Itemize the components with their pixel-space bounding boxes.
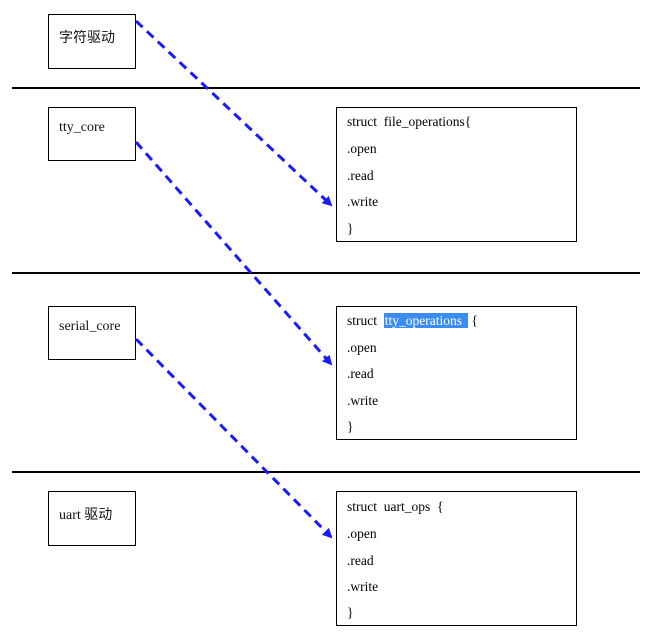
- struct-field-read: .read: [347, 168, 374, 183]
- struct-field-read: .read: [347, 366, 374, 381]
- struct-field-read: .read: [347, 553, 374, 568]
- arrow-serial-core-to-uart-ops: [134, 337, 333, 539]
- layer-label-serial-core: serial_core: [59, 319, 121, 334]
- separator-line-3: [12, 471, 640, 473]
- layer-label-tty-core: tty_core: [59, 120, 105, 135]
- struct-box-file-operations: struct file_operations{ .open .read .wri…: [336, 107, 577, 242]
- struct-header: struct tty_operations {: [347, 313, 478, 328]
- layer-box-char-driver: 字符驱动: [48, 14, 136, 69]
- struct-box-tty-operations: struct tty_operations { .open .read .wri…: [336, 306, 577, 440]
- struct-field-open: .open: [347, 141, 377, 156]
- struct-field-write: .write: [347, 579, 379, 594]
- struct-closing-brace: }: [347, 605, 354, 620]
- struct-name: uart_ops: [383, 499, 431, 514]
- struct-closing-brace: }: [347, 221, 354, 236]
- layer-label-char-driver: 字符驱动: [59, 31, 115, 46]
- struct-header: struct file_operations{: [347, 114, 472, 129]
- layer-box-tty-core: tty_core: [48, 107, 136, 161]
- arrow-tty-core-to-tty-operations: [134, 141, 333, 366]
- layer-box-serial-core: serial_core: [48, 306, 136, 360]
- struct-field-open: .open: [347, 526, 377, 541]
- struct-header: struct uart_ops {: [347, 499, 444, 514]
- layer-label-uart-driver: uart 驱动: [59, 508, 113, 523]
- struct-closing-brace: }: [347, 419, 354, 434]
- struct-field-open: .open: [347, 340, 377, 355]
- separator-line-1: [12, 87, 640, 89]
- layer-box-uart-driver: uart 驱动: [48, 491, 136, 546]
- struct-name-highlighted[interactable]: tty_operations: [383, 313, 468, 328]
- struct-name: file_operations: [383, 114, 465, 129]
- struct-field-write: .write: [347, 194, 379, 209]
- struct-field-write: .write: [347, 393, 379, 408]
- separator-line-2: [12, 272, 640, 274]
- struct-box-uart-ops: struct uart_ops { .open .read .write }: [336, 491, 577, 626]
